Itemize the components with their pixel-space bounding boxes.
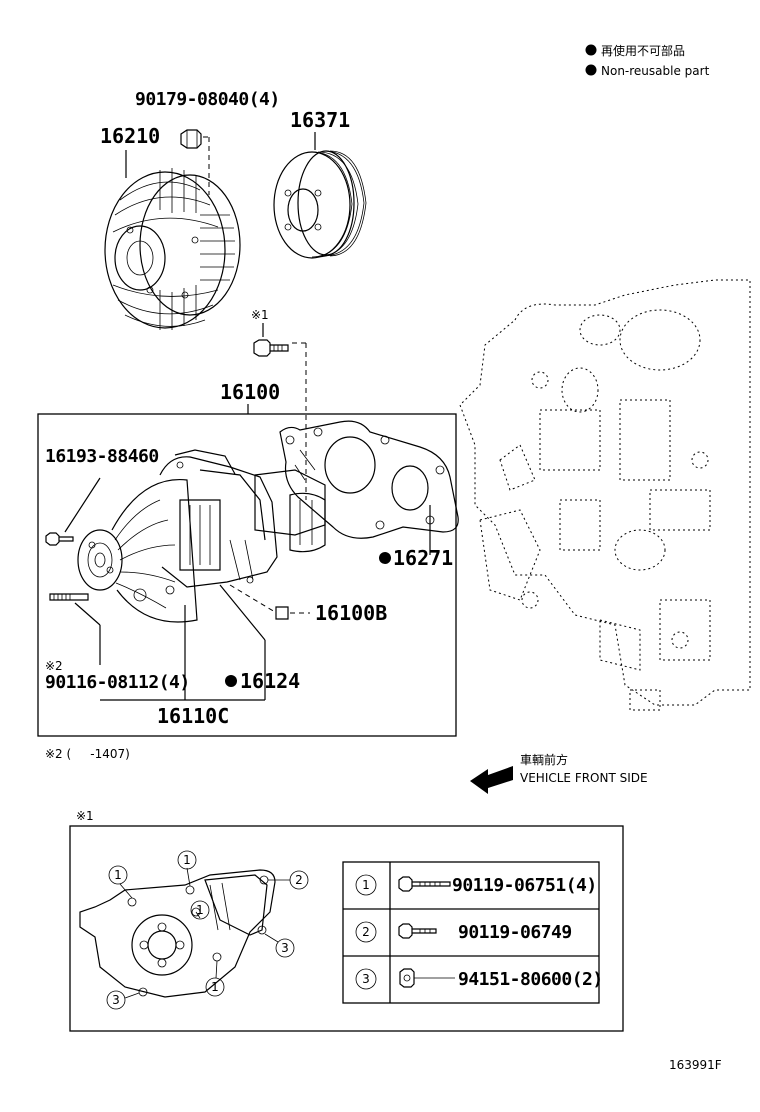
table-row-3-num: 3 xyxy=(362,972,370,986)
non-reusable-bullet-icon xyxy=(225,675,237,687)
diagram-id: 163991F xyxy=(669,1058,722,1072)
note2-mark: ※2 xyxy=(45,659,63,673)
callout-1: 1 xyxy=(211,980,219,994)
assembly-16100-frame xyxy=(37,413,457,737)
label-16371: 16371 xyxy=(290,108,350,132)
table-row-3-part: 94151-80600(2) xyxy=(458,969,603,990)
legend-non-reusable-en: Non-reusable part xyxy=(601,64,710,78)
table-row-2-part: 90119-06749 xyxy=(458,922,572,943)
label-16110C: 16110C xyxy=(157,704,229,728)
nut-90179-drawing xyxy=(180,129,210,195)
stud-90116-drawing xyxy=(49,593,89,601)
note1-mark: ※1 xyxy=(251,308,269,322)
long-bolt-icon xyxy=(398,876,451,892)
detail-note1-frame xyxy=(69,825,624,1032)
detail-note1-mark: ※1 xyxy=(76,809,94,823)
direction-label-jp: 車輌前方 xyxy=(520,752,568,767)
water-pump-drawing xyxy=(77,449,326,623)
label-16193: 16193-88460 xyxy=(45,446,159,467)
table-row-1-num: 1 xyxy=(362,878,370,892)
front-direction-arrow-icon xyxy=(470,766,513,794)
legend: 再使用不可部品 Non-reusable part xyxy=(585,43,710,78)
label-90179: 90179-08040(4) xyxy=(135,89,280,110)
label-16124: 16124 xyxy=(240,669,300,693)
bolt-note1-drawing xyxy=(253,339,307,500)
pump-front-view-drawing xyxy=(79,869,276,998)
label-16210: 16210 xyxy=(100,124,160,148)
non-reusable-bullet-icon xyxy=(585,44,597,56)
callout-3: 3 xyxy=(281,941,289,955)
callout-2: 2 xyxy=(295,873,303,887)
short-bolt-icon xyxy=(398,923,437,939)
gasket-16271-drawing xyxy=(279,420,459,539)
direction-label-en: VEHICLE FRONT SIDE xyxy=(520,771,648,785)
non-reusable-bullet-icon xyxy=(585,64,597,76)
pulley-16371-drawing xyxy=(273,150,367,259)
callout-3: 3 xyxy=(112,993,120,1007)
label-90116: 90116-08112(4) xyxy=(45,672,190,693)
label-16100: 16100 xyxy=(220,380,280,404)
table-row-1-part: 90119-06751(4) xyxy=(452,875,597,896)
plug-16100B-drawing xyxy=(275,606,289,620)
fan-clutch-16210-drawing xyxy=(104,168,241,330)
callout-1: 1 xyxy=(183,853,191,867)
table-row-2-num: 2 xyxy=(362,925,370,939)
non-reusable-bullet-icon xyxy=(379,552,391,564)
callout-1: 1 xyxy=(196,903,204,917)
fastener-table: 1 90119-06751(4) 2 90119-06749 3 94151-8… xyxy=(342,861,603,1004)
nut-icon xyxy=(399,968,455,988)
bolt-16193-drawing xyxy=(45,532,74,546)
label-16271: 16271 xyxy=(393,546,453,570)
footnote-2: ※2 ( -1407) xyxy=(45,747,130,761)
engine-block-drawing xyxy=(459,279,751,711)
callout-marks: 1 1 1 1 2 3 3 xyxy=(106,850,309,1010)
legend-non-reusable-jp: 再使用不可部品 xyxy=(601,43,685,58)
label-16100B: 16100B xyxy=(315,601,387,625)
callout-1: 1 xyxy=(114,868,122,882)
